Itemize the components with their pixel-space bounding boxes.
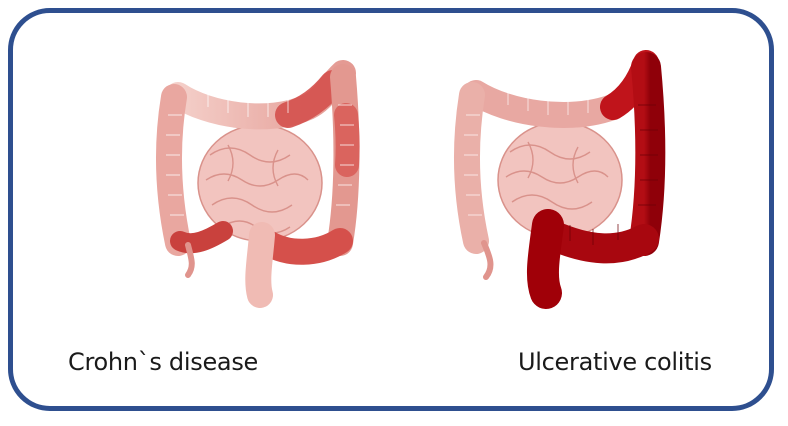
crohns-colon-illustration [148,55,368,315]
inflamed-patch-descending [346,115,348,165]
caption-crohns-disease: Crohn`s disease [68,348,258,376]
transverse-colon [476,93,613,115]
inflamed-descending-colon [644,67,650,241]
sigmoid-colon [268,241,340,252]
ulcerative-colitis-colon-illustration [448,45,670,310]
ascending-colon [169,97,178,243]
appendix [188,245,192,275]
rectum [258,235,262,295]
caption-ulcerative-colitis: Ulcerative colitis [518,348,712,376]
inflamed-sigmoid-colon [552,235,644,248]
inflamed-terminal-ileum [180,231,223,243]
ascending-colon [467,95,476,241]
inflamed-rectum [543,225,548,293]
appendix [484,243,490,277]
